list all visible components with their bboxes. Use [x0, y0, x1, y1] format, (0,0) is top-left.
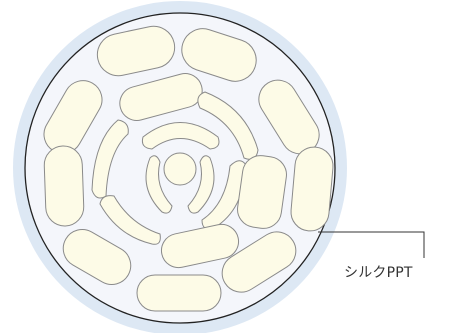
filament-center [164, 153, 196, 185]
filament-outer-left [44, 145, 85, 226]
filament-outer-right [289, 146, 334, 233]
callout-label: シルクPPT [344, 262, 413, 282]
callout-leader-line [318, 232, 424, 258]
filament-outer-bottom [137, 275, 221, 311]
